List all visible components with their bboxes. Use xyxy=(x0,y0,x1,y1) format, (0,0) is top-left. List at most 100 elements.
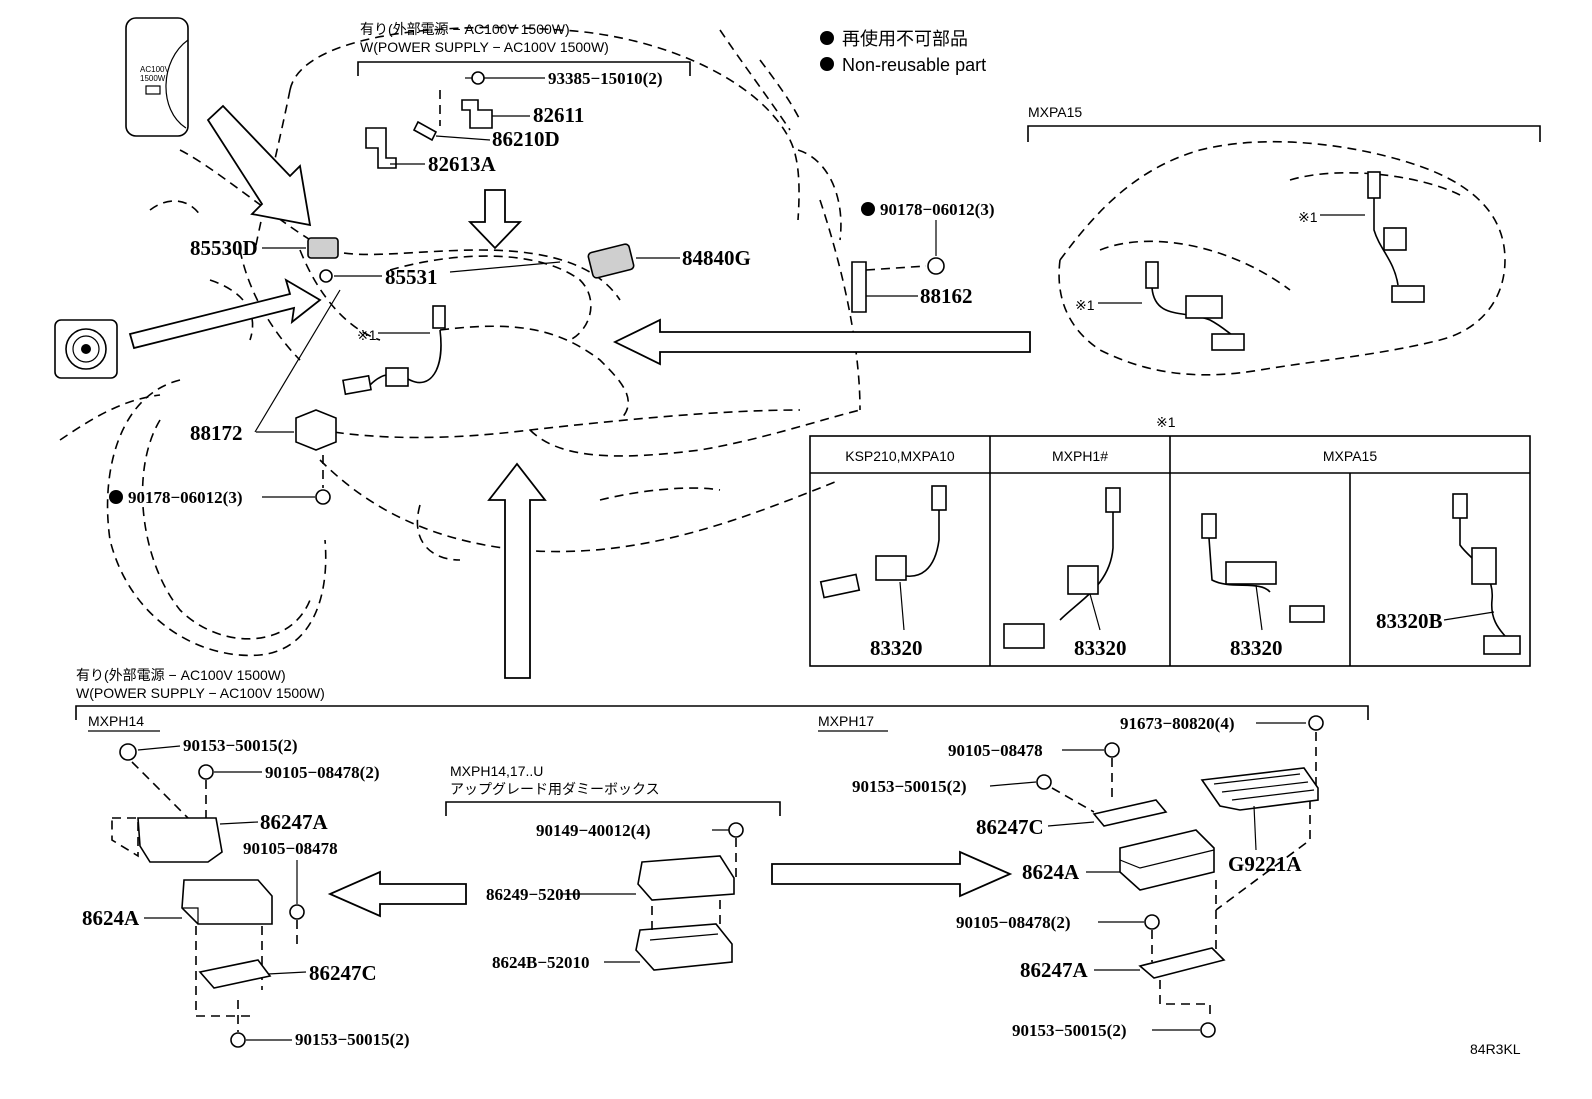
bracket-icon xyxy=(851,261,867,313)
non-reusable-dot-icon xyxy=(861,202,875,216)
relay-icon xyxy=(385,367,409,387)
part-r-90153-b: 90153−50015(2) xyxy=(1012,1021,1127,1040)
part-88162: 88162 xyxy=(920,284,973,308)
figure-code: 84R3KL xyxy=(1470,1041,1521,1057)
main-view-parts: 85530D 85531 84840G ※1 88172 90178−06012… xyxy=(109,200,995,507)
table-col-mxph1: MXPH1# xyxy=(1052,448,1108,464)
sensor-icon xyxy=(819,573,861,599)
non-reusable-dot-icon xyxy=(820,57,834,71)
sensor-icon xyxy=(1289,605,1325,623)
charge-port-callout xyxy=(54,319,118,379)
bracket-icon xyxy=(1138,947,1226,979)
relay-icon xyxy=(1471,547,1497,585)
plug-icon xyxy=(1452,493,1468,519)
arrow-to-socket-icon xyxy=(128,278,322,350)
mxpa15-header: MXPA15 xyxy=(1028,104,1082,120)
hinge-icon xyxy=(365,127,397,169)
bottom-header-en: W(POWER SUPPLY − AC100V 1500W) xyxy=(76,685,325,701)
bracket-icon xyxy=(198,959,272,989)
legend: 再使用不可部品 Non-reusable part xyxy=(820,29,986,75)
decal-line1: AC100V xyxy=(140,65,170,74)
note-mark-main: ※1 xyxy=(357,327,377,343)
bottom-header-jp: 有り(外部電源 − AC100V 1500W) xyxy=(76,667,286,683)
table-cell-3: 83320 xyxy=(1230,636,1283,660)
arrow-left-icon xyxy=(327,870,467,918)
part-82611: 82611 xyxy=(533,103,584,127)
bracket-icon xyxy=(461,99,493,129)
part-l-86247C: 86247C xyxy=(309,961,377,985)
part-m-90149: 90149−40012(4) xyxy=(536,821,651,840)
part-82613A: 82613A xyxy=(428,152,497,176)
legend-jp: 再使用不可部品 xyxy=(842,29,968,49)
top-option-group: 有り(外部電源 − AC100V 1500W) W(POWER SUPPLY −… xyxy=(357,21,691,176)
mxph14-header: MXPH14 xyxy=(88,713,144,729)
sensor-icon xyxy=(1483,635,1521,655)
part-r-8624A: 8624A xyxy=(1022,860,1080,884)
lamp-icon xyxy=(587,243,635,279)
bolt-icon xyxy=(119,743,137,761)
grommet-icon xyxy=(319,269,333,283)
plug-icon xyxy=(1201,513,1217,539)
nut-icon xyxy=(315,489,331,505)
relay-icon xyxy=(875,555,907,581)
part-85531: 85531 xyxy=(385,265,438,289)
relay-icon xyxy=(1225,561,1277,585)
part-90178-a: 90178−06012(3) xyxy=(880,200,995,219)
plug-icon xyxy=(1145,261,1159,289)
relay-icon xyxy=(1185,295,1223,319)
table-cell-1: 83320 xyxy=(870,636,923,660)
module-icon xyxy=(295,409,337,451)
part-r-91673: 91673−80820(4) xyxy=(1120,714,1235,733)
bolt-icon xyxy=(289,904,305,920)
socket-icon xyxy=(81,344,91,354)
non-reusable-dot-icon xyxy=(820,31,834,45)
part-r-90153-a: 90153−50015(2) xyxy=(852,777,967,796)
sensor-icon xyxy=(342,374,372,396)
part-85530D: 85530D xyxy=(190,236,258,260)
part-84840G: 84840G xyxy=(682,246,751,270)
part-l-90153-b: 90153−50015(2) xyxy=(295,1030,410,1049)
arrow-right-icon xyxy=(771,850,1013,898)
bolt-icon xyxy=(1104,742,1120,758)
part-r-G9221A: G9221A xyxy=(1228,852,1302,876)
control-unit-icon xyxy=(181,879,273,925)
top-header-jp: 有り(外部電源 − AC100V 1500W) xyxy=(360,21,570,37)
part-r-86247C: 86247C xyxy=(976,815,1044,839)
sensor-icon xyxy=(1211,333,1245,351)
bolt-icon xyxy=(728,822,744,838)
mxph17-header: MXPH17 xyxy=(818,713,874,729)
control-unit-icon xyxy=(1119,829,1215,891)
arrow-up-icon xyxy=(487,462,547,679)
arrow-from-mxpa15-icon xyxy=(612,318,1031,366)
mxph17-assembly: 91673−80820(4) 90105−08478 90153−50015(2… xyxy=(852,714,1324,1040)
bolt-icon xyxy=(1036,774,1052,790)
mxph14-assembly: 90153−50015(2) 90105−08478(2) 86247A 901… xyxy=(82,736,410,1049)
cover-icon xyxy=(137,817,223,863)
arrow-to-port-icon xyxy=(206,104,312,227)
part-86210D: 86210D xyxy=(492,127,560,151)
dummy-box-top-icon xyxy=(637,855,735,901)
dummy-box-assembly: MXPH14,17..U アップグレード用ダミーボックス 90149−40012… xyxy=(445,763,781,972)
non-reusable-dot-icon xyxy=(109,490,123,504)
sensor-icon xyxy=(1003,623,1045,649)
table-cell-4: 83320B xyxy=(1376,609,1443,633)
part-l-90105-a: 90105−08478(2) xyxy=(265,763,380,782)
plug-icon xyxy=(432,305,446,329)
table-col-mxpa15: MXPA15 xyxy=(1323,448,1377,464)
dummy-label-jp: アップグレード用ダミーボックス xyxy=(450,781,660,797)
connector-icon xyxy=(307,237,339,259)
mxpa15-view: MXPA15 ※1 ※1 xyxy=(1027,104,1541,376)
part-m-8624B: 8624B−52010 xyxy=(492,953,590,972)
part-r-90105-b: 90105−08478(2) xyxy=(956,913,1071,932)
part-93385: 93385−15010(2) xyxy=(548,69,663,88)
part-88172: 88172 xyxy=(190,421,243,445)
dummy-model: MXPH14,17..U xyxy=(450,763,543,779)
decal-line2: 1500W xyxy=(140,74,166,83)
part-m-86249: 86249−52010 xyxy=(486,885,581,904)
table-col-ksp210: KSP210,MXPA10 xyxy=(845,448,955,464)
part-l-90153-a: 90153−50015(2) xyxy=(183,736,298,755)
part-l-8624A: 8624A xyxy=(82,906,140,930)
relay-icon xyxy=(1383,227,1407,251)
bolt-icon xyxy=(198,764,214,780)
